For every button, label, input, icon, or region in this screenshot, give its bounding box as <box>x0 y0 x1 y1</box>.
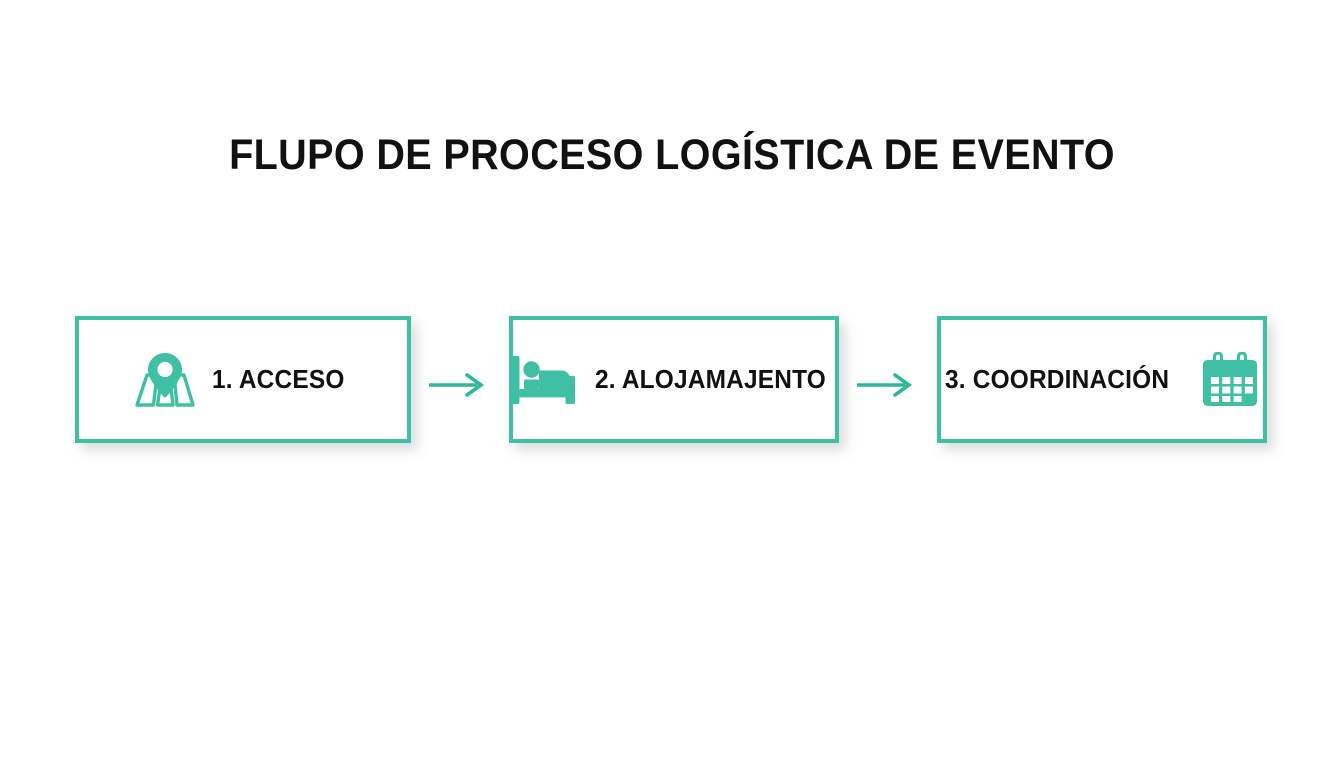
step-1-label: 1. ACCESO <box>212 364 345 394</box>
step-3-label: 3. COORDINACIÓN <box>945 364 1170 394</box>
process-step-3[interactable]: 3. COORDINACIÓN <box>937 316 1267 443</box>
arrow-right-icon <box>856 372 914 398</box>
step-3-content: 3. COORDINACIÓN <box>931 350 1272 408</box>
bed-icon <box>508 354 578 406</box>
calendar-icon <box>1201 350 1259 408</box>
step-2-label: 2. ALOJAMAJENTO <box>594 364 826 394</box>
process-flow-diagram: 1. ACCESO <box>0 316 1344 446</box>
arrow-right-icon <box>428 372 486 398</box>
process-step-1[interactable]: 1. ACCESO <box>75 316 411 443</box>
step-1-content: 1. ACCESO <box>119 351 367 409</box>
page-title: FLUPO DE PROCESO LOGÍSTICA DE EVENTO <box>229 131 1115 179</box>
process-step-2[interactable]: 2. ALOJAMAJENTO <box>509 316 839 443</box>
map-pin-icon <box>133 351 195 409</box>
step-2-content: 2. ALOJAMAJENTO <box>494 354 855 406</box>
